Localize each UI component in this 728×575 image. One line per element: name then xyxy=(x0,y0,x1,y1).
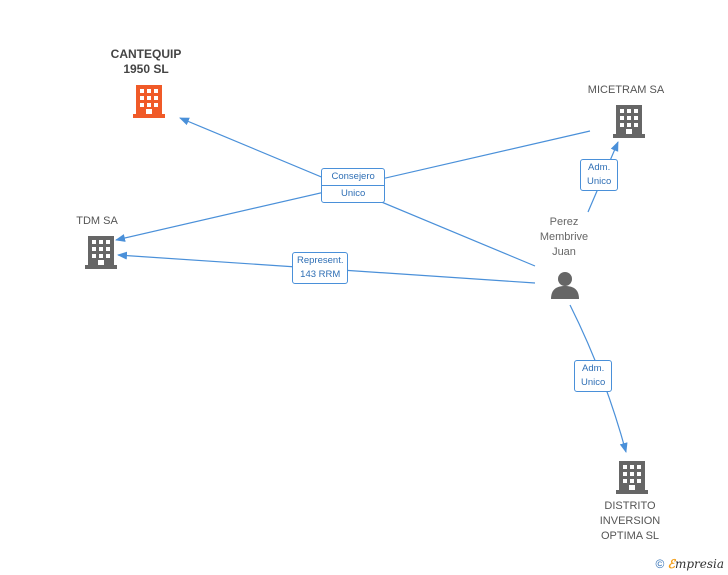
edge-label-adm-distrito-line1: Adm. xyxy=(582,363,605,374)
distrito-name-line2: INVERSION xyxy=(599,515,661,527)
edge-label-adm-micetram-line2: Unico xyxy=(587,176,612,187)
edge-label-represent-line2: 143 RRM xyxy=(300,269,341,280)
node-distrito-label: DISTRITO INVERSION OPTIMA SL xyxy=(588,499,672,544)
brand-logo-text: mpresia xyxy=(674,557,724,571)
cantequip-name-line1: CANTEQUIP xyxy=(110,47,182,61)
edge-label-adm-micetram-line1: Adm. xyxy=(588,162,611,173)
distrito-name-line1: DISTRITO xyxy=(604,500,656,512)
building-icon[interactable] xyxy=(85,235,117,269)
edge-label-adm-distrito[interactable]: Adm. Unico xyxy=(574,360,613,392)
node-person-label: Perez Membrive Juan xyxy=(522,215,606,260)
footer-brand: © ℰmpresia xyxy=(655,557,724,571)
node-cantequip-label: CANTEQUIP 1950 SL xyxy=(100,47,192,77)
person-icon[interactable] xyxy=(550,270,580,300)
edge-label-consejero-line1: Consejero xyxy=(322,169,385,186)
brand-logo-e: ℰ xyxy=(667,557,675,571)
copyright-symbol: © xyxy=(655,557,665,571)
brand-logo: ℰmpresia xyxy=(668,557,724,571)
building-icon[interactable] xyxy=(616,460,648,494)
person-name-line1: Perez xyxy=(549,216,579,228)
distrito-name-line3: OPTIMA SL xyxy=(600,530,660,542)
cantequip-name-line2: 1950 SL xyxy=(123,62,169,76)
edge-label-adm-distrito-line2: Unico xyxy=(581,377,606,388)
building-icon[interactable] xyxy=(613,104,645,138)
edge-label-adm-micetram[interactable]: Adm. Unico xyxy=(580,159,619,191)
node-tdm-label: TDM SA xyxy=(76,215,118,227)
person-name-line3: Juan xyxy=(552,246,576,258)
person-name-line2: Membrive xyxy=(539,231,589,243)
node-micetram-label: MICETRAM SA xyxy=(587,84,665,96)
edge-label-consejero-line2: Unico xyxy=(341,188,366,199)
edge-label-consejero-unico[interactable]: Consejero Unico xyxy=(321,168,386,203)
edge-label-represent-line1: Represent. xyxy=(297,255,344,266)
edge-label-represent[interactable]: Represent. 143 RRM xyxy=(292,252,349,284)
building-icon[interactable] xyxy=(133,84,165,118)
